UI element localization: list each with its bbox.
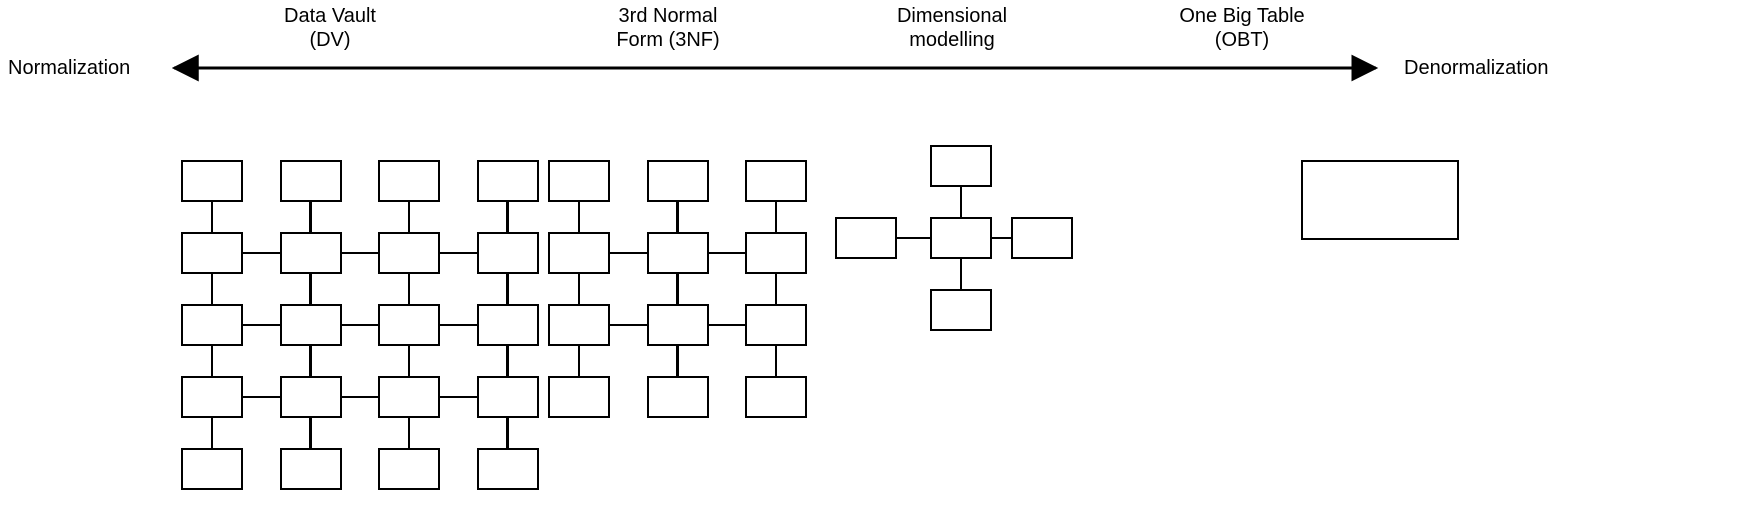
data-vault-vconnector bbox=[210, 202, 214, 232]
data-vault-node bbox=[378, 448, 440, 490]
data-vault-node bbox=[378, 304, 440, 346]
data-vault-node bbox=[181, 160, 243, 202]
third-normal-form-node bbox=[745, 232, 807, 274]
stage-label-dimensional-modelling: Dimensional modelling bbox=[896, 5, 1008, 52]
third-normal-form-node bbox=[646, 376, 709, 418]
fact-table-node bbox=[930, 217, 992, 259]
data-vault-node bbox=[279, 160, 342, 202]
third-normal-form-vconnector bbox=[577, 202, 581, 232]
axis-label-normalization: Normalization bbox=[8, 57, 131, 79]
data-vault-vconnector bbox=[407, 202, 411, 232]
data-vault-vconnector bbox=[506, 202, 509, 232]
data-vault-node bbox=[476, 304, 539, 346]
stage-label-third-normal-form: 3rd Normal Form (3NF) bbox=[616, 5, 720, 52]
data-vault-node bbox=[279, 376, 342, 418]
data-vault-vconnector bbox=[506, 274, 509, 304]
data-vault-vconnector bbox=[506, 418, 509, 448]
third-normal-form-node bbox=[548, 160, 610, 202]
data-vault-vconnector bbox=[309, 202, 312, 232]
data-vault-node bbox=[181, 232, 243, 274]
third-normal-form-node bbox=[548, 232, 610, 274]
third-normal-form-vconnector bbox=[774, 202, 778, 232]
data-vault-hconnector bbox=[341, 323, 378, 327]
data-vault-vconnector bbox=[407, 418, 411, 448]
data-vault-vconnector bbox=[407, 346, 411, 376]
data-vault-hconnector bbox=[243, 323, 280, 327]
data-vault-node bbox=[476, 232, 539, 274]
dimension-south bbox=[930, 289, 992, 331]
third-normal-form-node bbox=[646, 304, 709, 346]
data-vault-node bbox=[476, 160, 539, 202]
third-normal-form-node bbox=[548, 376, 610, 418]
data-vault-vconnector bbox=[210, 346, 214, 376]
third-normal-form-vconnector bbox=[774, 274, 778, 304]
data-vault-node bbox=[181, 376, 243, 418]
stage-label-data-vault: Data Vault (DV) bbox=[284, 5, 376, 52]
star-connector bbox=[959, 259, 963, 289]
data-vault-vconnector bbox=[309, 418, 312, 448]
data-vault-node bbox=[181, 448, 243, 490]
third-normal-form-vconnector bbox=[577, 346, 581, 376]
third-normal-form-vconnector bbox=[676, 346, 679, 376]
data-vault-hconnector bbox=[243, 251, 280, 255]
third-normal-form-node bbox=[548, 304, 610, 346]
third-normal-form-vconnector bbox=[676, 274, 679, 304]
third-normal-form-node bbox=[745, 160, 807, 202]
dimension-west bbox=[835, 217, 897, 259]
third-normal-form-hconnector bbox=[610, 251, 647, 255]
third-normal-form-node bbox=[646, 232, 709, 274]
data-vault-vconnector bbox=[309, 274, 312, 304]
data-vault-hconnector bbox=[341, 395, 378, 399]
star-connector bbox=[959, 187, 963, 217]
third-normal-form-hconnector bbox=[708, 323, 745, 327]
data-vault-hconnector bbox=[440, 395, 477, 399]
one-big-table-node bbox=[1301, 160, 1459, 240]
data-vault-hconnector bbox=[341, 251, 378, 255]
third-normal-form-node bbox=[646, 160, 709, 202]
data-vault-node bbox=[378, 376, 440, 418]
data-vault-node bbox=[378, 160, 440, 202]
third-normal-form-vconnector bbox=[577, 274, 581, 304]
data-vault-node bbox=[279, 304, 342, 346]
star-connector bbox=[897, 236, 930, 240]
data-vault-vconnector bbox=[210, 418, 214, 448]
stage-label-one-big-table: One Big Table (OBT) bbox=[1179, 5, 1305, 52]
third-normal-form-hconnector bbox=[708, 251, 745, 255]
data-vault-node bbox=[476, 376, 539, 418]
third-normal-form-node bbox=[745, 304, 807, 346]
dimension-north bbox=[930, 145, 992, 187]
data-vault-vconnector bbox=[407, 274, 411, 304]
third-normal-form-hconnector bbox=[610, 323, 647, 327]
star-connector bbox=[992, 236, 1011, 240]
data-vault-vconnector bbox=[210, 274, 214, 304]
data-vault-hconnector bbox=[440, 251, 477, 255]
normalization-spectrum-arrow bbox=[171, 54, 1379, 82]
data-vault-hconnector bbox=[440, 323, 477, 327]
third-normal-form-node bbox=[745, 376, 807, 418]
data-vault-vconnector bbox=[506, 346, 509, 376]
third-normal-form-vconnector bbox=[774, 346, 778, 376]
third-normal-form-vconnector bbox=[676, 202, 679, 232]
data-vault-hconnector bbox=[243, 395, 280, 399]
data-vault-node bbox=[378, 232, 440, 274]
data-vault-vconnector bbox=[309, 346, 312, 376]
data-vault-node bbox=[279, 232, 342, 274]
data-vault-node bbox=[476, 448, 539, 490]
axis-label-denormalization: Denormalization bbox=[1404, 57, 1549, 79]
dimension-east bbox=[1011, 217, 1073, 259]
data-vault-node bbox=[181, 304, 243, 346]
data-vault-node bbox=[279, 448, 342, 490]
